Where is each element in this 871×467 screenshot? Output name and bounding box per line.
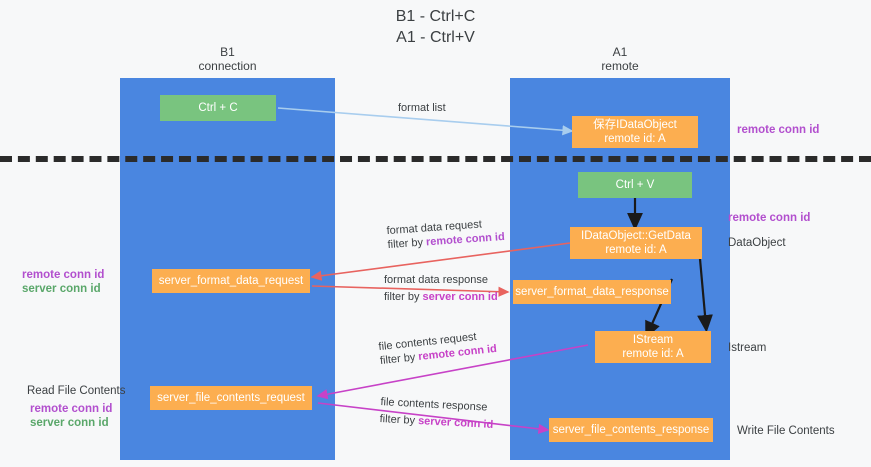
node-idataobject-getdata[interactable]: IDataObject::GetData remote id: A [570,227,702,259]
caption-left-remote-conn-id-mid: remote conn id [22,269,105,281]
column-header-b1: B1 connection [198,45,257,73]
edge-label-format-list-line1: format list [398,102,446,114]
filter-by-prefix: filter by [384,291,423,303]
caption-dataobject: DataObject [728,237,786,249]
edge-label-format-data-response-line1: format data response [384,274,488,286]
filter-by-prefix: filter by [379,351,419,368]
edge-label-format-data-response-line2: filter by server conn id [384,290,498,304]
caption-left-server-conn-id-mid: server conn id [22,283,101,295]
edge-label-file-contents-response: file contents response filter by server … [379,395,494,432]
edge-label-format-data-response: format data response filter by server co… [384,273,498,304]
node-istream[interactable]: IStream remote id: A [595,331,711,363]
column-header-a1: A1 remote [601,45,639,73]
node-server-format-data-response-label: server_format_data_response [515,286,669,298]
caption-read-file-contents: Read File Contents [27,385,126,397]
edge-label-file-contents-response-line2: filter by server conn id [379,412,493,432]
node-server-file-contents-response[interactable]: server_file_contents_response [549,418,713,442]
node-getdata-line2: remote id: A [605,244,667,256]
filter-by-highlight: server conn id [422,291,498,303]
node-server-format-data-request-label: server_format_data_request [158,275,304,287]
node-ctrl-v-label: Ctrl + V [615,179,655,191]
node-ctrl-v[interactable]: Ctrl + V [578,172,692,198]
node-server-file-contents-response-label: server_file_contents_response [552,424,710,436]
caption-left-server-conn-id-bottom: server conn id [30,417,109,429]
caption-remote-conn-id-top: remote conn id [737,124,820,136]
section-divider [0,156,871,162]
node-server-file-contents-request[interactable]: server_file_contents_request [150,386,312,410]
node-getdata-line1: IDataObject::GetData [581,230,691,242]
filter-by-prefix: filter by [379,413,419,428]
page-title: B1 - Ctrl+C A1 - Ctrl+V [395,8,476,46]
filter-by-highlight: remote conn id [425,230,506,249]
filter-by-highlight: server conn id [417,415,494,431]
edge-label-format-list: format list [398,101,446,115]
caption-left-remote-conn-id-bottom: remote conn id [30,403,113,415]
filter-by-prefix: filter by [387,236,427,252]
node-server-format-data-response[interactable]: server_format_data_response [513,280,671,304]
caption-istream: Istream [728,342,767,354]
node-istream-line2: remote id: A [622,348,684,360]
edge-label-format-data-request: format data request filter by remote con… [386,216,505,252]
node-save-idataobject-line1: 保存IDataObject [593,119,677,131]
node-save-idataobject-line2: remote id: A [604,133,666,145]
node-istream-line1: IStream [632,334,674,346]
caption-write-file-contents: Write File Contents [737,425,835,437]
node-server-format-data-request[interactable]: server_format_data_request [152,269,310,293]
node-ctrl-c-label: Ctrl + C [198,102,238,114]
edge-label-file-contents-request: file contents request filter by remote c… [378,328,498,368]
node-server-file-contents-request-label: server_file_contents_request [157,392,305,404]
node-ctrl-c[interactable]: Ctrl + C [160,95,276,121]
node-save-idataobject[interactable]: 保存IDataObject remote id: A [572,116,698,148]
caption-remote-conn-id-mid: remote conn id [728,212,811,224]
